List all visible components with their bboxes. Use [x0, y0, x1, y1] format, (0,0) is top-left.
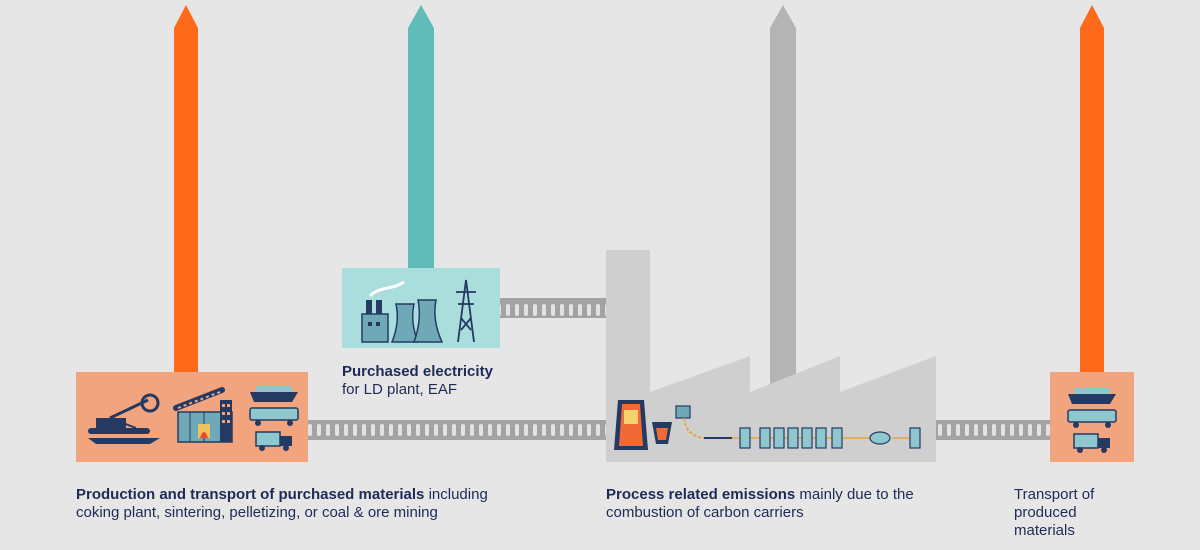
upstream-materials-box [76, 372, 308, 462]
truck-icon [1073, 433, 1110, 453]
rail-wagon-icon [1067, 409, 1117, 428]
rail-wagon-icon [249, 407, 299, 426]
ship-icon [250, 386, 298, 402]
steel-plant-building [606, 250, 936, 462]
conveyor-electricity-to-plant [500, 298, 608, 318]
coil-icon [869, 427, 921, 449]
conveyor-upstream-to-plant [308, 420, 608, 440]
transport-box [1050, 372, 1134, 462]
electricity-caption: Purchased electricity for LD plant, EAF [342, 363, 493, 399]
truck-icon [255, 431, 292, 451]
transmission-tower-icon [456, 279, 476, 343]
purchased-electricity-box [342, 268, 500, 348]
process-title: Process related emissions [606, 486, 796, 503]
transport-line-2: produced [1014, 504, 1077, 521]
converter-ladle-icon [652, 422, 672, 444]
process-emission-arrow [770, 5, 796, 388]
process-title-rest: mainly due to the [795, 486, 914, 503]
bucket-wheel-excavator-icon [88, 393, 160, 444]
materials-title-rest: including [424, 486, 488, 503]
blast-furnace-icon [614, 400, 648, 450]
rolling-stands-icon [732, 427, 872, 449]
caster-icon [675, 405, 732, 439]
sintering-plant-icon [177, 400, 233, 443]
materials-title: Production and transport of purchased ma… [76, 486, 425, 503]
conveyor-belt-icon [173, 387, 225, 411]
cooling-tower-icon [390, 299, 444, 343]
transport-line-3: materials [1014, 522, 1075, 539]
power-plant-icon [361, 280, 405, 343]
transport-caption: Transport of produced materials [1014, 486, 1094, 540]
electricity-subtitle: for LD plant, EAF [342, 381, 458, 398]
materials-caption: Production and transport of purchased ma… [76, 486, 488, 522]
electricity-title: Purchased electricity [342, 363, 493, 380]
conveyor-plant-to-transport [936, 420, 1050, 440]
process-caption: Process related emissions mainly due to … [606, 486, 914, 522]
transport-emission-arrow [1080, 5, 1104, 374]
upstream-emission-arrow [174, 5, 198, 374]
transport-line-1: Transport of [1014, 486, 1095, 503]
ship-icon [1068, 388, 1116, 404]
materials-subtitle: coking plant, sintering, pelletizing, or… [76, 504, 438, 521]
electricity-emission-arrow [408, 5, 434, 270]
process-subtitle: combustion of carbon carriers [606, 504, 804, 521]
